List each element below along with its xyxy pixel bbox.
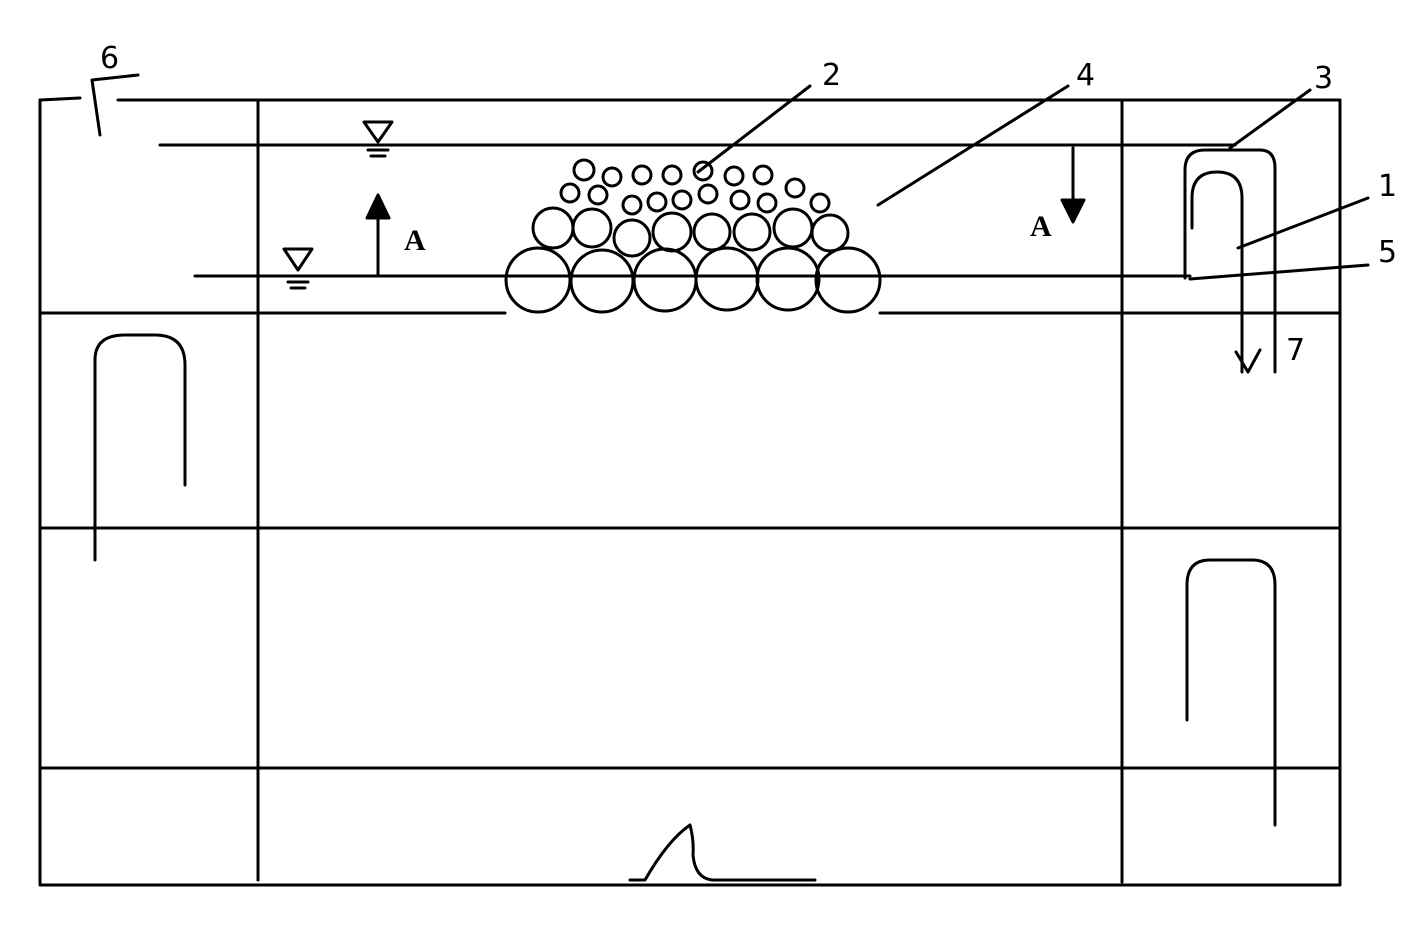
- vertical-dividers: [256, 98, 1124, 884]
- label-part-7: 7: [1286, 333, 1305, 368]
- pile-bottom-row: [504, 246, 882, 314]
- u-shaped-element-upper-right: [1183, 148, 1277, 374]
- section-arrow-right: [1060, 146, 1086, 224]
- water-level-marker-lower: [282, 247, 314, 290]
- pile-top-rows: [559, 158, 831, 216]
- label-part-4: 4: [1076, 58, 1095, 93]
- break-mark: [90, 73, 140, 137]
- pile-middle-row: [531, 206, 850, 258]
- label-part-5: 5: [1378, 235, 1397, 270]
- label-section-left: A: [404, 224, 426, 257]
- outer-frame: [38, 96, 1342, 887]
- water-levels: [158, 143, 1237, 278]
- horizontal-dividers: [38, 311, 1342, 770]
- label-part-3: 3: [1314, 61, 1333, 96]
- label-part-1: 1: [1378, 169, 1397, 204]
- leader-lines: [696, 84, 1370, 281]
- section-arrow-left: [365, 193, 391, 277]
- label-part-2: 2: [822, 58, 841, 93]
- u-shaped-element-lower-right: [1185, 558, 1277, 827]
- u-shaped-element-left: [93, 333, 187, 562]
- break-mark-bottom: [628, 823, 817, 882]
- water-level-marker-upper: [362, 120, 394, 158]
- label-part-6: 6: [100, 41, 119, 76]
- label-section-right: A: [1030, 210, 1052, 243]
